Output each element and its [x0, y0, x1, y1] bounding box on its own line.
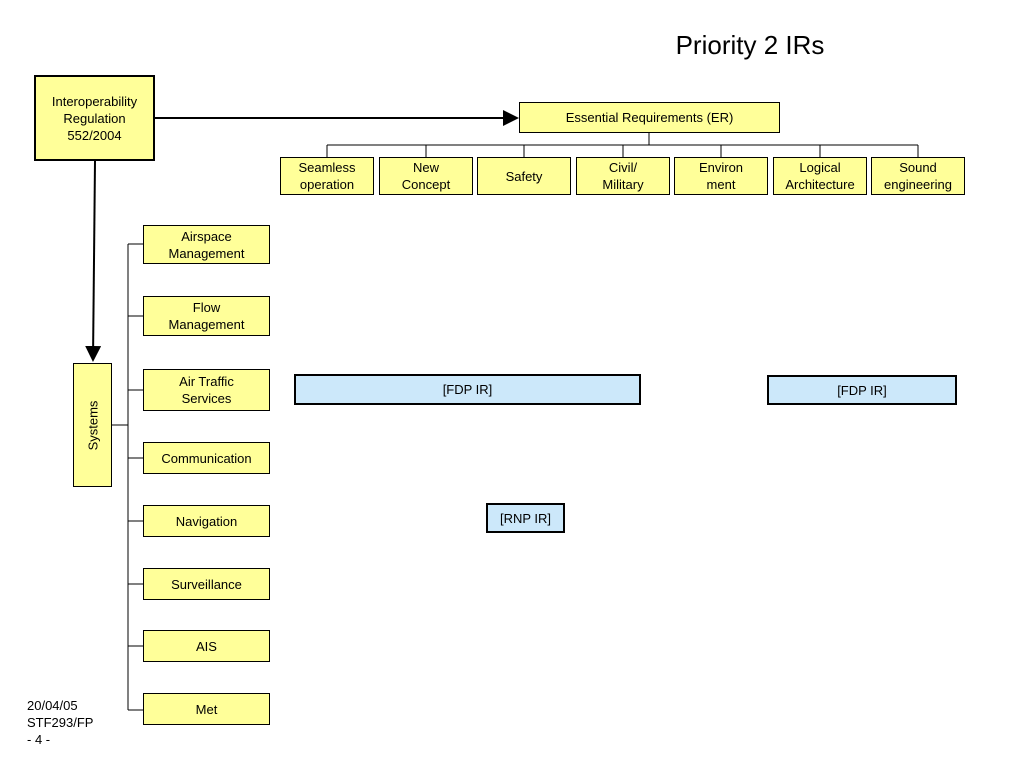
regulation-label: Interoperability Regulation 552/2004	[51, 93, 138, 143]
er-item-label: Sound engineering	[884, 160, 952, 192]
footer: 20/04/05 STF293/FP - 4 -	[27, 697, 93, 748]
system-item-label: Surveillance	[171, 576, 242, 592]
ir-label: [RNP IR]	[499, 510, 552, 526]
system-item-surveillance: Surveillance	[143, 568, 270, 600]
system-item-label: Flow Management	[168, 300, 245, 332]
system-item-ais: AIS	[143, 630, 270, 662]
system-item-label: AIS	[196, 638, 217, 654]
er-item-label: Civil/ Military	[602, 160, 644, 192]
er-item-label: Safety	[505, 168, 543, 184]
system-item-navigation: Navigation	[143, 505, 270, 537]
footer-page-number: - 4 -	[27, 732, 51, 747]
system-item-label: Airspace Management	[168, 228, 245, 261]
system-item-met: Met	[143, 693, 270, 725]
system-item-label: Met	[195, 701, 218, 717]
er-item-civil-military: Civil/ Military	[576, 157, 670, 195]
system-item-label: Navigation	[175, 513, 238, 529]
ir-rnp: [RNP IR]	[486, 503, 565, 533]
er-item-sound-engineering: Sound engineering	[871, 157, 965, 195]
er-item-label: New Concept	[401, 160, 451, 192]
system-item-label: Communication	[161, 450, 252, 466]
er-item-new-concept: New Concept	[379, 157, 473, 195]
er-item-logical-architecture: Logical Architecture	[773, 157, 867, 195]
systems-label: Systems	[85, 400, 100, 450]
ir-fdp-2: [FDP IR]	[767, 375, 957, 405]
essential-requirements-label: Essential Requirements (ER)	[565, 110, 734, 125]
systems-box: Systems	[73, 363, 112, 487]
system-item-air-traffic-services: Air Traffic Services	[143, 369, 270, 411]
footer-date: 20/04/05	[27, 698, 78, 713]
er-item-safety: Safety	[477, 157, 571, 195]
ir-fdp-1: [FDP IR]	[294, 374, 641, 405]
system-item-communication: Communication	[143, 442, 270, 474]
system-item-label: Air Traffic Services	[179, 374, 234, 406]
system-item-flow-management: Flow Management	[143, 296, 270, 336]
er-item-environment: Environ ment	[674, 157, 768, 195]
system-item-airspace-management: Airspace Management	[143, 225, 270, 264]
er-item-label: Environ ment	[698, 160, 744, 192]
er-item-label: Seamless operation	[298, 160, 356, 192]
ir-label: [FDP IR]	[442, 382, 493, 397]
essential-requirements-box: Essential Requirements (ER)	[519, 102, 780, 133]
arrow-to-systems	[85, 160, 102, 362]
regulation-box: Interoperability Regulation 552/2004	[34, 75, 155, 161]
page-title: Priority 2 IRs	[675, 30, 825, 60]
footer-ref: STF293/FP	[27, 715, 94, 730]
er-item-label: Logical Architecture	[785, 160, 855, 192]
er-item-seamless-operation: Seamless operation	[280, 157, 374, 195]
ir-label: [FDP IR]	[837, 382, 887, 398]
